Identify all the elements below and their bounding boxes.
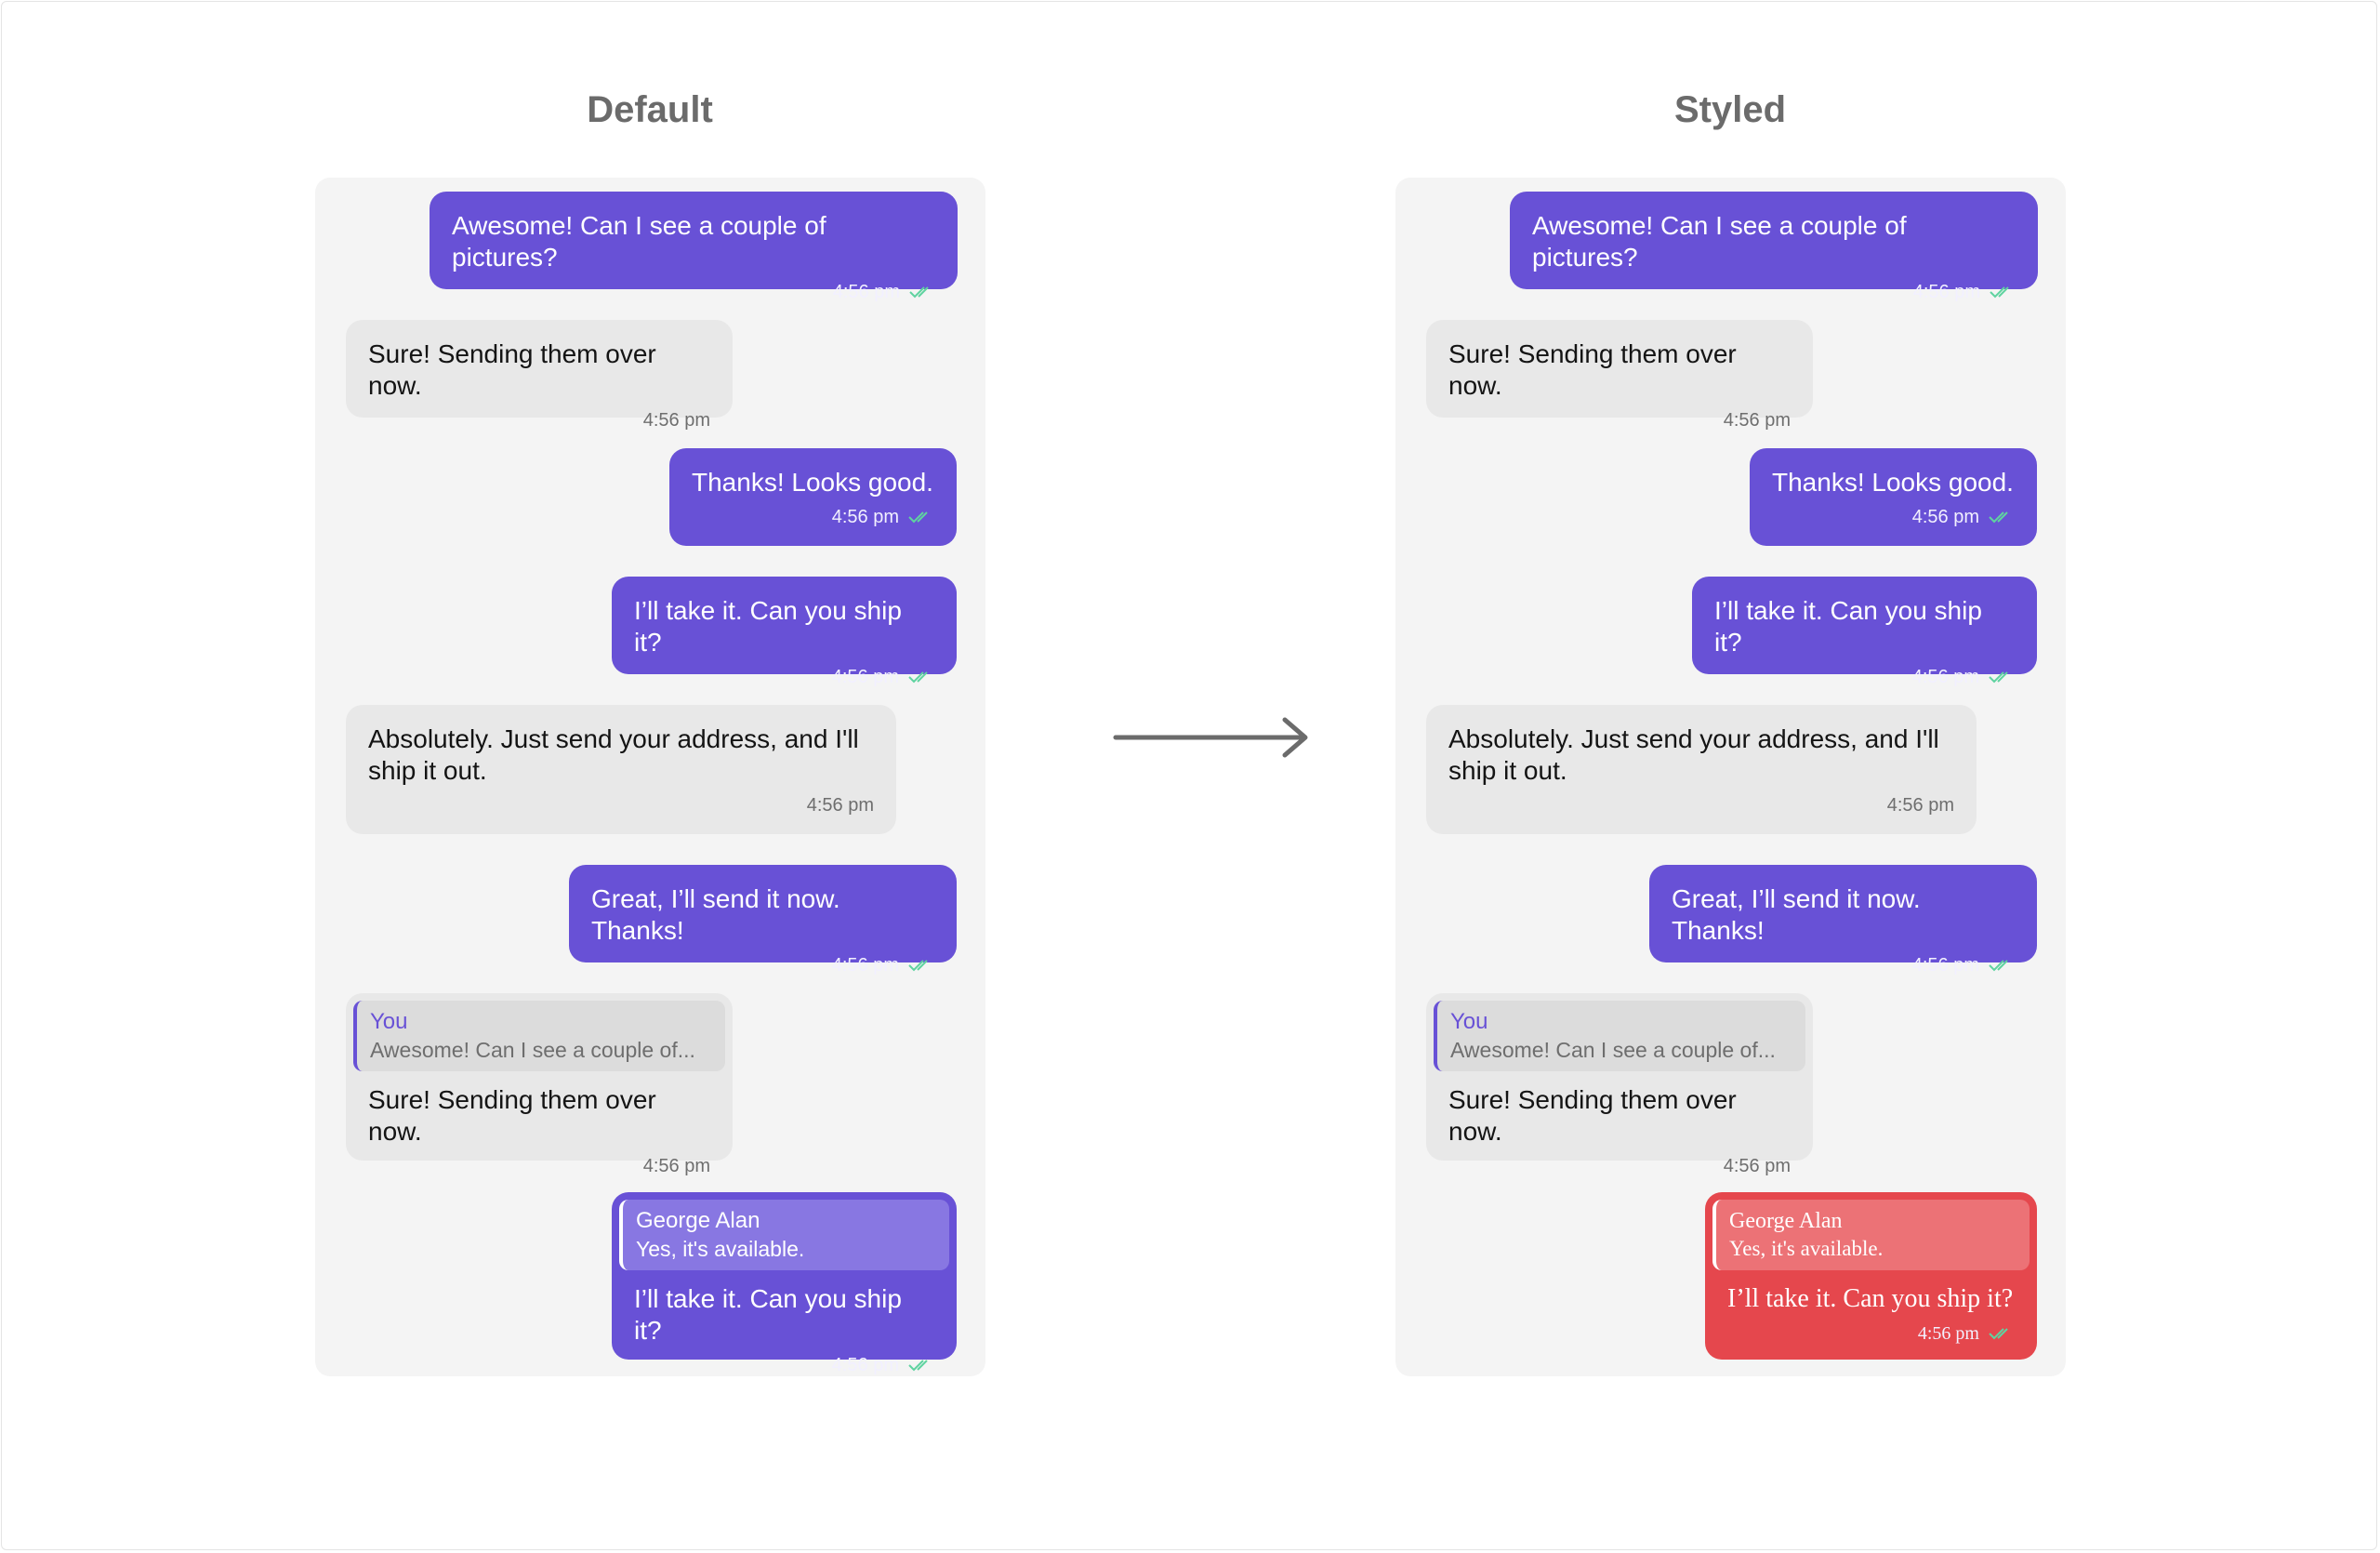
message-text: Sure! Sending them over now. xyxy=(368,1085,656,1146)
message-time: 4:56 pm xyxy=(1723,1155,1791,1176)
message-meta: 4:56 pm xyxy=(1772,506,2015,528)
message-time: 4:56 pm xyxy=(642,1155,710,1176)
message-time: 4:56 pm xyxy=(1723,409,1791,431)
message-text: Thanks! Looks good. xyxy=(692,468,933,497)
message-meta: 4:56 pm xyxy=(1448,1155,1791,1177)
quoted-message[interactable]: You Awesome! Can I see a couple of... xyxy=(1434,1001,1805,1071)
message-bubble-outgoing-reply-styled[interactable]: George Alan Yes, it's available. I’ll ta… xyxy=(1705,1192,2037,1360)
message-text: I’ll take it. Can you ship it? xyxy=(634,596,902,657)
message-text: Thanks! Looks good. xyxy=(1772,468,2014,497)
message-bubble-outgoing[interactable]: Thanks! Looks good. 4:56 pm xyxy=(669,448,957,546)
message-meta: 4:56 pm xyxy=(368,409,710,431)
message-time: 4:56 pm xyxy=(832,281,900,302)
message-meta: 4:56 pm xyxy=(1714,666,2015,688)
message-bubble-outgoing[interactable]: Thanks! Looks good. 4:56 pm xyxy=(1750,448,2037,546)
message-time: 4:56 pm xyxy=(831,506,899,527)
message-meta: 4:56 pm xyxy=(692,506,934,528)
message-text: Awesome! Can I see a couple of pictures? xyxy=(1532,211,1907,272)
message-text: Sure! Sending them over now. xyxy=(368,339,656,400)
message-time: 4:56 pm xyxy=(806,794,874,816)
message-text: Sure! Sending them over now. xyxy=(1448,339,1737,400)
message-text: I’ll take it. Can you ship it? xyxy=(1714,596,1982,657)
message-time: 4:56 pm xyxy=(1911,954,1979,976)
message-bubble-outgoing[interactable]: Great, I’ll send it now. Thanks! 4:56 pm xyxy=(1649,865,2037,976)
message-text: Great, I’ll send it now. Thanks! xyxy=(591,884,840,945)
quoted-sender: You xyxy=(1450,1009,1488,1034)
double-check-icon xyxy=(1990,285,2016,299)
message-meta: 4:56 pm xyxy=(634,666,934,688)
quoted-sender: George Alan xyxy=(636,1208,760,1233)
message-meta: 4:56 pm xyxy=(591,954,934,976)
message-time: 4:56 pm xyxy=(642,409,710,431)
quoted-sender: You xyxy=(370,1009,408,1034)
message-bubble-incoming[interactable]: Absolutely. Just send your address, and … xyxy=(346,705,896,834)
message-bubble-outgoing[interactable]: Awesome! Can I see a couple of pictures?… xyxy=(430,192,958,302)
message-text: Great, I’ll send it now. Thanks! xyxy=(1672,884,1921,945)
message-bubble-outgoing[interactable]: Great, I’ll send it now. Thanks! 4:56 pm xyxy=(569,865,957,976)
message-bubble-outgoing-reply[interactable]: George Alan Yes, it's available. I’ll ta… xyxy=(612,1192,957,1375)
quoted-message[interactable]: George Alan Yes, it's available. xyxy=(619,1200,949,1270)
message-meta: 4:56 pm xyxy=(1448,409,1791,431)
message-time: 4:56 pm xyxy=(831,954,899,976)
message-bubble-incoming[interactable]: Sure! Sending them over now. 4:56 pm xyxy=(1426,320,1813,431)
message-time: 4:56 pm xyxy=(831,1354,899,1375)
quoted-text: Yes, it's available. xyxy=(636,1237,805,1261)
quoted-message[interactable]: George Alan Yes, it's available. xyxy=(1712,1200,2030,1270)
panel-title-default: Default xyxy=(587,89,713,130)
message-time: 4:56 pm xyxy=(1912,281,1980,302)
message-bubble-incoming-reply[interactable]: You Awesome! Can I see a couple of... Su… xyxy=(1426,993,1813,1176)
message-meta: 4:56 pm xyxy=(368,794,874,816)
message-meta: 4:56 pm xyxy=(1672,954,2015,976)
chat-panel-default: Awesome! Can I see a couple of pictures?… xyxy=(315,178,985,1376)
double-check-icon xyxy=(908,670,934,684)
message-meta: 4:56 pm xyxy=(634,1354,934,1376)
message-text: I’ll take it. Can you ship it? xyxy=(1727,1284,2014,1313)
double-check-icon xyxy=(1989,1326,2015,1341)
message-meta: 4:56 pm xyxy=(368,1155,710,1177)
message-text: Absolutely. Just send your address, and … xyxy=(368,724,859,785)
message-text: Awesome! Can I see a couple of pictures? xyxy=(452,211,826,272)
panel-title-styled: Styled xyxy=(1673,89,1787,130)
double-check-icon xyxy=(908,510,934,524)
double-check-icon xyxy=(908,958,934,973)
message-meta: 4:56 pm xyxy=(1532,281,2016,303)
message-time: 4:56 pm xyxy=(1911,666,1979,687)
message-text: Absolutely. Just send your address, and … xyxy=(1448,724,1939,785)
message-text: I’ll take it. Can you ship it? xyxy=(634,1284,902,1345)
message-time: 4:56 pm xyxy=(831,666,899,687)
message-bubble-incoming-reply[interactable]: You Awesome! Can I see a couple of... Su… xyxy=(346,993,733,1176)
message-bubble-incoming[interactable]: Absolutely. Just send your address, and … xyxy=(1426,705,1977,834)
message-bubble-outgoing[interactable]: I’ll take it. Can you ship it? 4:56 pm xyxy=(612,577,957,687)
message-bubble-outgoing[interactable]: Awesome! Can I see a couple of pictures?… xyxy=(1510,192,2038,302)
message-meta: 4:56 pm xyxy=(1727,1322,2015,1345)
arrow-right-icon xyxy=(1112,716,1311,763)
quoted-message[interactable]: You Awesome! Can I see a couple of... xyxy=(353,1001,725,1071)
message-meta: 4:56 pm xyxy=(452,281,935,303)
message-bubble-outgoing[interactable]: I’ll take it. Can you ship it? 4:56 pm xyxy=(1692,577,2037,687)
chat-panel-styled: Awesome! Can I see a couple of pictures?… xyxy=(1395,178,2066,1376)
quoted-text: Yes, it's available. xyxy=(1729,1237,1884,1260)
quoted-text: Awesome! Can I see a couple of... xyxy=(370,1038,695,1062)
message-time: 4:56 pm xyxy=(1886,794,1954,816)
double-check-icon xyxy=(909,285,935,299)
message-bubble-incoming[interactable]: Sure! Sending them over now. 4:56 pm xyxy=(346,320,733,431)
double-check-icon xyxy=(1989,958,2015,973)
double-check-icon xyxy=(1989,670,2015,684)
message-meta: 4:56 pm xyxy=(1448,794,1954,816)
quoted-text: Awesome! Can I see a couple of... xyxy=(1450,1038,1776,1062)
message-time: 4:56 pm xyxy=(1911,506,1979,527)
double-check-icon xyxy=(908,1358,934,1373)
quoted-sender: George Alan xyxy=(1729,1209,1843,1233)
message-time: 4:56 pm xyxy=(1917,1322,1979,1344)
message-text: Sure! Sending them over now. xyxy=(1448,1085,1737,1146)
double-check-icon xyxy=(1989,510,2015,524)
